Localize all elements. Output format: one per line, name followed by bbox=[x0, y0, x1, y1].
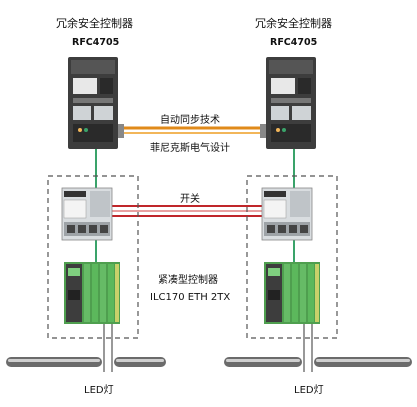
left-group-box bbox=[47, 175, 139, 339]
switch-label: 开关 bbox=[180, 194, 200, 205]
right-switch-device bbox=[261, 187, 313, 241]
right-group-box bbox=[246, 175, 338, 339]
compact-controller-title: 紧凑型控制器 bbox=[158, 275, 218, 286]
right-controller-model: RFC4705 bbox=[270, 37, 318, 48]
right-led-strip bbox=[224, 357, 412, 367]
switch-cable bbox=[112, 205, 262, 217]
left-switch-device bbox=[61, 187, 113, 241]
brand-label: 菲尼克斯电气设计 bbox=[150, 143, 230, 154]
left-controller-device bbox=[68, 57, 124, 149]
sync-label: 自动同步技术 bbox=[160, 115, 220, 126]
sync-cable bbox=[120, 126, 270, 134]
right-led-label: LED灯 bbox=[294, 385, 324, 396]
left-compact-controller-device bbox=[64, 262, 120, 324]
left-led-strip bbox=[6, 357, 166, 367]
right-controller-device bbox=[260, 57, 316, 149]
right-compact-controller-device bbox=[264, 262, 320, 324]
right-controller-title: 冗余安全控制器 bbox=[255, 17, 332, 30]
left-controller-model: RFC4705 bbox=[72, 37, 120, 48]
left-controller-title: 冗余安全控制器 bbox=[56, 17, 133, 30]
ethernet-links bbox=[95, 148, 295, 262]
left-led-label: LED灯 bbox=[84, 385, 114, 396]
led-wires bbox=[103, 324, 313, 372]
compact-controller-model: ILC170 ETH 2TX bbox=[150, 292, 231, 303]
